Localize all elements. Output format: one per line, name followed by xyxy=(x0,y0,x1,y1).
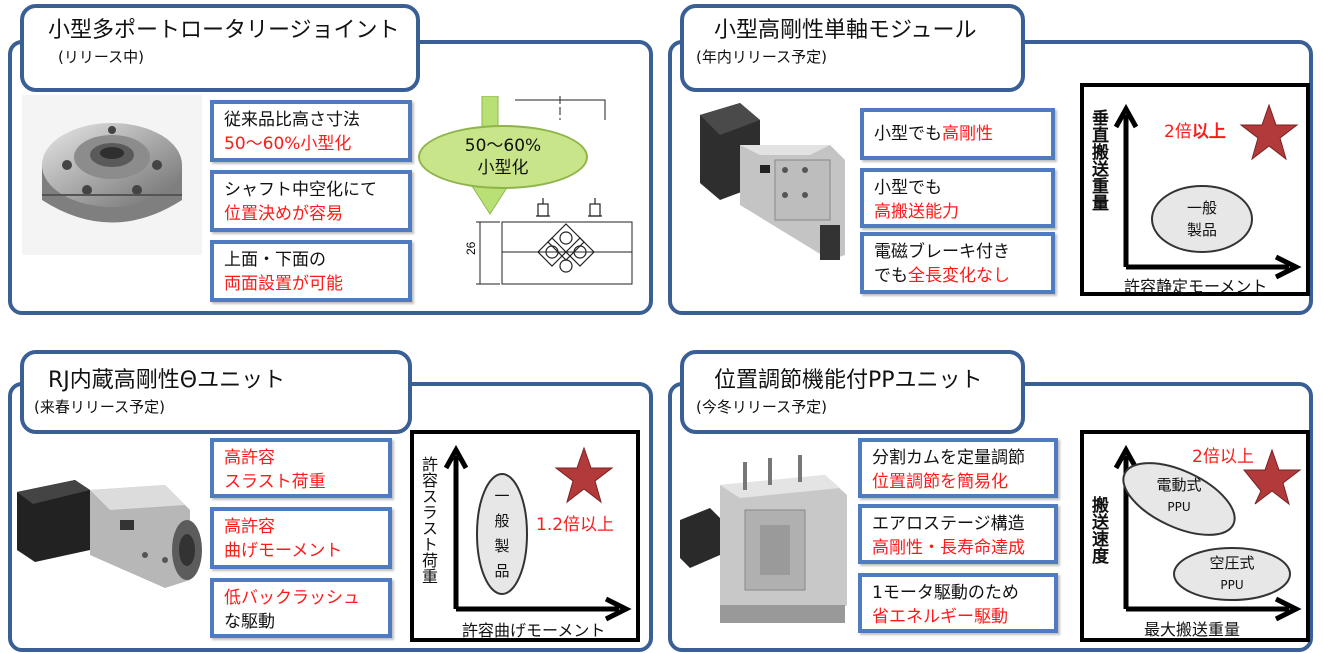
ellipse-text: 般 xyxy=(494,512,510,530)
panel-3-subtitle: (来春リリース予定) xyxy=(34,398,165,416)
callout-line: 50～60% xyxy=(464,136,542,156)
panel-2-ratio-label: 2倍以上 xyxy=(1164,117,1226,142)
panel-2-x-axis-label: 許容静定モーメント xyxy=(1124,277,1268,296)
feature-text: 電磁ブレーキ付き xyxy=(874,242,1010,262)
feature-highlight: 位置調節を簡易化 xyxy=(872,472,1008,492)
pp-unit-photo xyxy=(680,455,847,623)
ratio-text-bold: 以上 xyxy=(1191,122,1226,142)
panel-1-title: 小型多ポートロータリージョイント xyxy=(48,18,400,43)
electric-ppu-ellipse xyxy=(1122,462,1236,536)
panel-4-title: 位置調節機能付PPユニット xyxy=(714,368,983,393)
panel-3-feature-moment: 高許容 曲げモーメント xyxy=(210,507,392,569)
rotary-joint-photo xyxy=(22,95,202,255)
panel-4-feature-stage: エアロステージ構造 高剛性・長寿命達成 xyxy=(858,504,1058,564)
panel-1-subtitle: (リリース中) xyxy=(58,48,144,66)
panel-3-x-axis-label: 許容曲げモーメント xyxy=(462,621,606,640)
feature-text: でも xyxy=(874,266,908,286)
panel-3-feature-backlash: 低バックラッシュ な駆動 xyxy=(210,578,392,638)
ratio-text: 2倍 xyxy=(1164,122,1192,142)
feature-highlight: 低バックラッシュ xyxy=(224,588,360,608)
panel-4-feature-motor: 1モータ駆動のため 省エネルギー駆動 xyxy=(858,573,1058,633)
panel-2-comparison-chart: 垂直搬送重量 許容静定モーメント 2倍以上 一般 製品 xyxy=(1080,83,1310,296)
feature-highlight: 高許容 xyxy=(224,448,275,468)
panel-2-y-axis-label: 垂直搬送重量 xyxy=(1088,109,1108,211)
panel-2-title: 小型高剛性単軸モジュール xyxy=(714,18,977,43)
panel-4-electric-label: 電動式 PPU xyxy=(1139,474,1219,518)
ellipse-text: 製 xyxy=(494,537,510,555)
panel-3-chart-axes xyxy=(443,444,632,622)
feature-text: エアロステージ構造 xyxy=(872,514,1025,534)
feature-text: シャフト中空化にて xyxy=(224,180,377,200)
panel-4-x-axis-label: 最大搬送重量 xyxy=(1144,620,1241,639)
panel-1-feature-mounting: 上面・下面の 両面設置が可能 xyxy=(210,240,412,302)
panel-3-feature-thrust: 高許容 スラスト荷重 xyxy=(210,438,392,498)
panel-4-ratio-label: 2倍以上 xyxy=(1192,447,1254,467)
drawing-dimension-label: 26 xyxy=(464,241,478,255)
panel-2-subtitle: (年内リリース予定) xyxy=(696,48,827,66)
feature-text: 小型でも xyxy=(874,124,942,144)
panel-1-feature-hollow-shaft: シャフト中空化にて 位置決めが容易 xyxy=(210,170,412,232)
pneumatic-ppu-ellipse xyxy=(1173,547,1291,601)
rotary-joint-drawing: 26 xyxy=(464,96,633,285)
panel-2-feature-brake: 電磁ブレーキ付き でも全長変化なし xyxy=(860,232,1055,294)
ellipse-text: PPU xyxy=(1167,500,1191,514)
feature-highlight: 曲げモーメント xyxy=(224,541,343,561)
size-reduction-callout: 50～60% 小型化 xyxy=(418,125,588,189)
feature-highlight: スラスト荷重 xyxy=(224,472,326,492)
star-icon xyxy=(1242,448,1302,506)
feature-text: 小型でも xyxy=(874,178,942,198)
feature-highlight: 位置決めが容易 xyxy=(224,204,343,224)
ellipse-text: 一 xyxy=(494,487,510,505)
ellipse-text: 空圧式 xyxy=(1209,554,1255,572)
panel-1-feature-height: 従来品比高さ寸法 50～60%小型化 xyxy=(210,100,412,162)
panel-4-title-tab: 位置調節機能付PPユニット (今冬リリース予定) xyxy=(680,350,1025,434)
panel-4-comparison-chart: 搬送速度 最大搬送重量 2倍以上 電動式 PPU 空圧式 PPU xyxy=(1080,430,1310,642)
panel-2-feature-rigidity: 小型でも高剛性 xyxy=(860,108,1055,160)
panel-3-comparison-chart: 許容スラスト荷重 許容曲げモーメント 1.2倍以上 一 般 製 品 xyxy=(410,430,640,642)
ellipse-text: 電動式 xyxy=(1156,476,1202,494)
panel-3-ratio-label: 1.2倍以上 xyxy=(536,515,615,535)
star-icon xyxy=(1239,103,1299,161)
feature-highlight: 高剛性・長寿命達成 xyxy=(872,538,1025,558)
theta-unit-photo xyxy=(17,480,202,588)
panel-1-title-tab: 小型多ポートロータリージョイント (リリース中) xyxy=(20,4,420,92)
panel-3-ellipse-label: 一 般 製 品 xyxy=(492,484,512,584)
feature-highlight: 50～60%小型化 xyxy=(224,134,352,154)
panel-4-feature-cam: 分割カムを定量調節 位置調節を簡易化 xyxy=(858,438,1058,498)
feature-highlight: 両面設置が可能 xyxy=(224,274,343,294)
feature-highlight: 高許容 xyxy=(224,517,275,537)
panel-2-chart-axes xyxy=(1113,103,1302,280)
panel-2-ellipse-label: 一般 製品 xyxy=(1152,197,1252,241)
feature-highlight: 全長変化なし xyxy=(908,266,1010,286)
ellipse-text: 品 xyxy=(494,562,510,580)
feature-highlight: 省エネルギー駆動 xyxy=(872,607,1008,627)
ellipse-text: 製品 xyxy=(1186,221,1217,239)
panel-3-title: RJ内蔵高剛性Θユニット xyxy=(48,368,286,393)
ellipse-text: 一般 xyxy=(1186,199,1217,217)
panel-4-chart-axes xyxy=(1113,444,1302,622)
feature-text: な駆動 xyxy=(224,612,275,632)
feature-highlight: 高搬送能力 xyxy=(874,202,959,222)
panel-4-y-axis-label: 搬送速度 xyxy=(1088,496,1108,564)
panel-4-pneumatic-label: 空圧式 PPU xyxy=(1192,552,1272,596)
panel-2-title-tab: 小型高剛性単軸モジュール (年内リリース予定) xyxy=(680,4,1025,92)
feature-text: 分割カムを定量調節 xyxy=(872,448,1025,468)
linear-module-photo xyxy=(680,95,855,275)
panel-2-feature-transport: 小型でも 高搬送能力 xyxy=(860,168,1055,228)
panel-3-y-axis-label: 許容スラスト荷重 xyxy=(419,456,438,584)
callout-line: 小型化 xyxy=(477,158,529,178)
feature-text: 上面・下面の xyxy=(224,250,326,270)
feature-text: 従来品比高さ寸法 xyxy=(224,110,360,130)
general-product-ellipse xyxy=(476,473,528,595)
panel-4-subtitle: (今冬リリース予定) xyxy=(696,398,827,416)
feature-highlight: 高剛性 xyxy=(942,124,993,144)
star-icon xyxy=(554,446,614,504)
panel-3-title-tab: RJ内蔵高剛性Θユニット (来春リリース予定) xyxy=(20,350,412,434)
ellipse-text: PPU xyxy=(1220,578,1244,592)
feature-text: 1モータ駆動のため xyxy=(872,583,1019,603)
general-product-ellipse xyxy=(1151,185,1253,253)
